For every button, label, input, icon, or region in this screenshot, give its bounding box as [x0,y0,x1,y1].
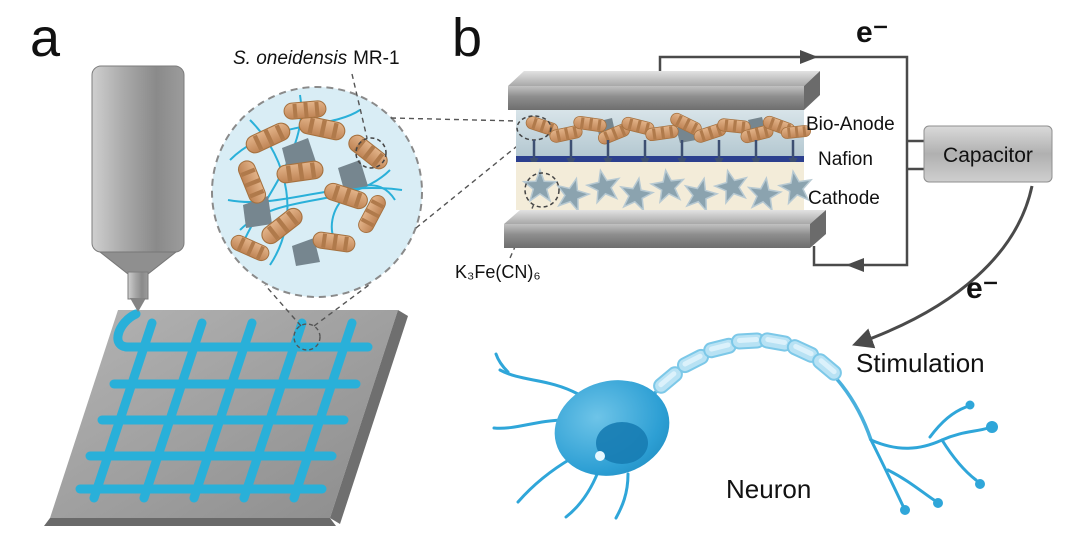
bottom-electrode [504,210,826,248]
nucleolus [595,451,605,461]
nafion-label: Nafion [818,149,873,170]
biofuel-cell [504,71,826,259]
mineral-flakes [243,138,368,266]
inset-connectors [264,73,528,351]
species-callout-circle [355,137,387,169]
capacitor-label: Capacitor [943,144,1033,167]
capacitor: Capacitor [923,125,1053,183]
myelin-sheath [650,331,845,397]
electron-flow-arrow-top [800,50,818,64]
nafion-membrane [516,156,804,162]
cathode-label: Cathode [808,188,880,209]
catholyte-callout-circle [524,172,560,208]
bacteria-inset [211,86,423,298]
terminal-boutons [900,400,998,515]
circuit-wires [658,55,924,267]
neuron-label: Neuron [726,474,811,504]
neuron [492,331,998,520]
bacteria-rod [281,98,329,122]
printer-nozzle-assembly [91,65,185,312]
printing-line [113,309,141,352]
electron-top-label: e⁻ [856,16,889,49]
stimulation-label: Stimulation [856,348,985,378]
myelin-segment [809,350,845,384]
bio-anode-label: Bio-Anode [806,114,895,135]
panel-b-label: b [452,8,482,68]
axon-terminals [869,405,990,508]
axon [648,339,873,441]
electron-flow-arrow-bottom [846,258,864,272]
electron-bottom-label: e⁻ [966,272,999,305]
panel-a-label: a [30,8,61,68]
stimulation-arrow [852,185,1034,349]
nucleus [596,422,648,464]
top-electrode [508,71,820,110]
nozzle-tip [130,298,146,312]
catholyte-label: K₃Fe(CN)₆ [455,262,541,282]
printed-grid [75,309,373,503]
